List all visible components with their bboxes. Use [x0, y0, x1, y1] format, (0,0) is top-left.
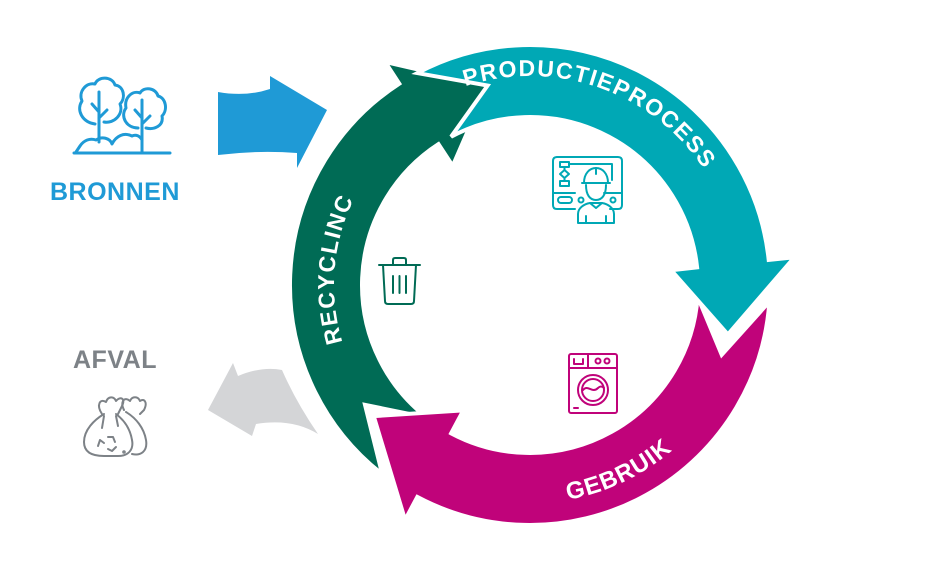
garbage-bags-icon	[83, 396, 148, 457]
bronnen-label: BRONNEN	[50, 178, 180, 206]
productieproces-arrow-segment	[411, 43, 800, 338]
bronnen-input-arrow	[218, 76, 327, 168]
trash-bin-icon	[378, 257, 421, 305]
engineer-control-panel-icon	[552, 156, 623, 224]
trees-icon	[72, 76, 172, 155]
afval-output-arrow	[208, 363, 318, 436]
washing-machine-icon	[568, 353, 618, 414]
afval-label: AFVAL	[73, 346, 157, 374]
gebruik-arrow-segment	[371, 295, 772, 527]
recycling-arrow-segment	[287, 58, 491, 480]
